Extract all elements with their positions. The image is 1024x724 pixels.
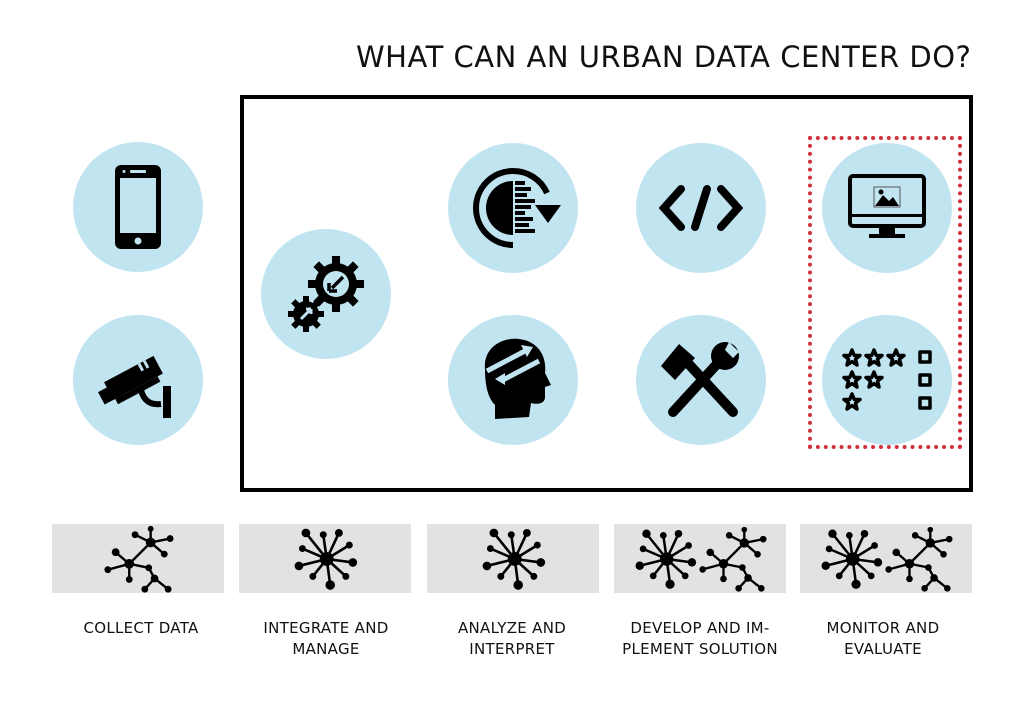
network-tree-icon	[103, 524, 174, 594]
icon-circle-head	[448, 315, 578, 445]
security-camera-icon	[98, 355, 171, 418]
network-star-icon	[293, 526, 358, 591]
monitor-image-icon	[848, 174, 926, 238]
stage-label-analyze: ANALYZE AND INTERPRET	[417, 618, 607, 660]
stage-panel-collect	[52, 524, 224, 594]
code-icon	[659, 185, 743, 231]
icon-circle-security-camera	[73, 315, 203, 445]
stage-label-line2: INTERPRET	[469, 640, 555, 658]
icon-circle-data-cycle	[448, 143, 578, 273]
icon-circle-tools	[636, 315, 766, 445]
network-tree-icon	[884, 525, 953, 593]
stage-label-develop: DEVELOP AND IM- PLEMENT SOLUTION	[605, 618, 795, 660]
stage-panel-integrate	[239, 524, 411, 593]
page-title: WHAT CAN AN URBAN DATA CENTER DO?	[356, 40, 972, 74]
data-cycle-icon	[473, 167, 561, 248]
icon-circle-gears	[261, 229, 391, 359]
stage-label-monitor: MONITOR AND EVALUATE	[788, 618, 978, 660]
gears-icon	[288, 256, 364, 332]
hammer-wrench-icon	[661, 342, 739, 417]
network-star-icon	[481, 526, 546, 591]
icon-circle-code	[636, 143, 766, 273]
stage-panel-develop	[614, 524, 786, 593]
icon-circle-rating	[822, 315, 952, 445]
stage-label-line2: EVALUATE	[844, 640, 922, 658]
stage-panel-monitor	[800, 524, 972, 593]
stage-label-line1: ANALYZE AND	[457, 619, 567, 637]
network-star-icon	[820, 527, 883, 590]
stage-label-line2: PLEMENT SOLUTION	[622, 640, 778, 658]
stage-label-line1: INTEGRATE AND	[263, 619, 389, 637]
icon-circle-smartphone	[73, 142, 203, 272]
icon-circle-monitor	[822, 143, 952, 273]
smartphone-icon	[115, 165, 161, 249]
stage-label-line2: MANAGE	[292, 640, 360, 658]
stage-label-collect: COLLECT DATA	[46, 618, 236, 639]
network-tree-icon	[698, 525, 767, 593]
monitor-highlight-box	[808, 136, 962, 449]
stage-label-line1: MONITOR AND	[826, 619, 940, 637]
stage-label-integrate: INTEGRATE AND MANAGE	[231, 618, 421, 660]
star-rating-icon	[842, 348, 932, 411]
stage-label-line1: DEVELOP AND IM-	[630, 619, 770, 637]
stage-label-line1: COLLECT DATA	[83, 619, 199, 637]
network-star-icon	[634, 527, 697, 590]
process-frame	[240, 95, 973, 492]
head-exchange-icon	[484, 338, 551, 419]
stage-panel-analyze	[427, 524, 599, 593]
